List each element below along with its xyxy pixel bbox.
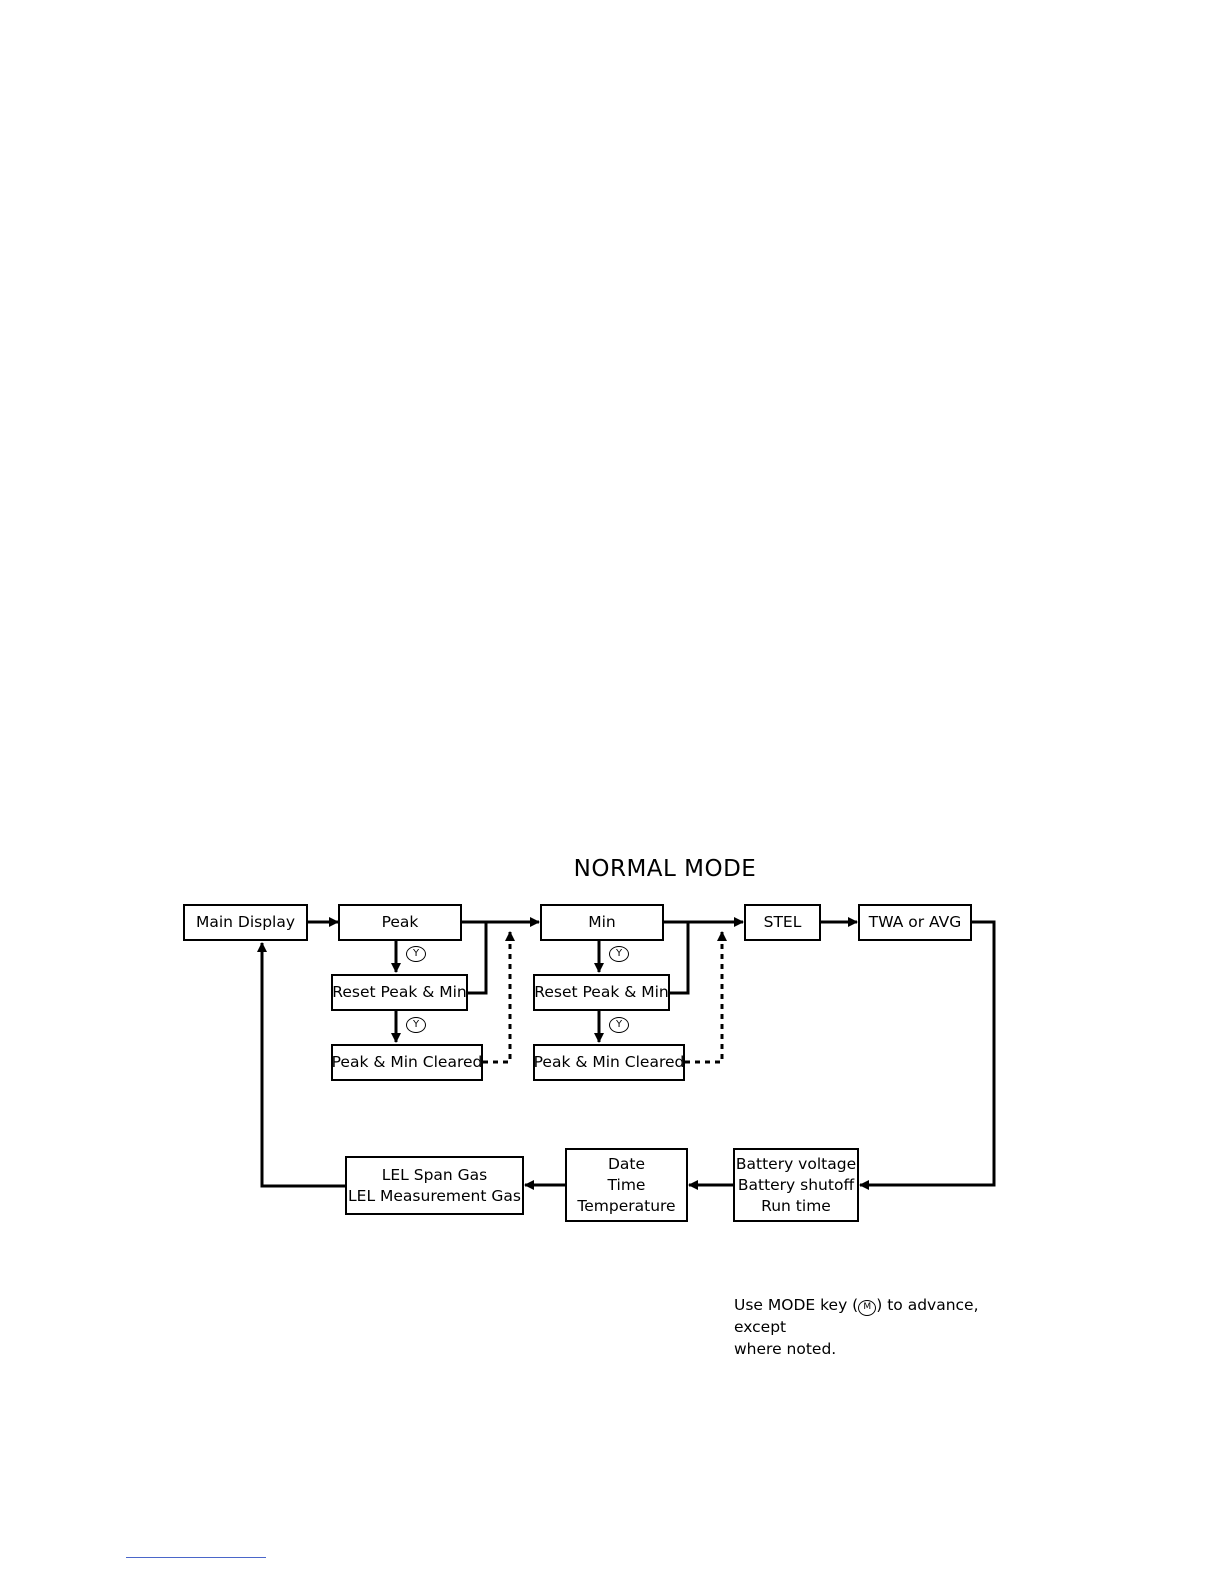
node-cleared-2-label: Peak & Min Cleared: [534, 1052, 685, 1073]
diagram-title: NORMAL MODE: [520, 856, 810, 882]
connector-cleared-2-return: [685, 930, 722, 1062]
node-stel-label: STEL: [764, 912, 802, 933]
note-prefix: Use MODE key (: [734, 1296, 858, 1314]
connector-reset-1-return: [468, 922, 486, 993]
connector-reset-2-return: [670, 922, 688, 993]
node-twa-label: TWA or AVG: [869, 912, 962, 933]
node-reset-peak-min-1: Reset Peak & Min: [331, 974, 468, 1011]
y-key-icon: Y: [406, 946, 426, 962]
node-min: Min: [540, 904, 664, 941]
node-cleared-1-label: Peak & Min Cleared: [332, 1052, 483, 1073]
node-lel-line-1: LEL Span Gas: [382, 1165, 488, 1186]
note-line-2: where noted.: [734, 1338, 1034, 1360]
node-main-display: Main Display: [183, 904, 308, 941]
node-peak-label: Peak: [382, 912, 419, 933]
node-battery-line-3: Run time: [761, 1196, 831, 1217]
connector-twa-to-battery: [860, 922, 994, 1185]
node-reset-1-label: Reset Peak & Min: [332, 982, 466, 1003]
node-min-label: Min: [588, 912, 616, 933]
note-line-1: Use MODE key (M) to advance, except: [734, 1294, 1034, 1338]
y-key-icon: Y: [609, 946, 629, 962]
node-reset-2-label: Reset Peak & Min: [534, 982, 668, 1003]
node-main-display-label: Main Display: [196, 912, 295, 933]
node-date-line-2: Time: [608, 1175, 646, 1196]
node-peak: Peak: [338, 904, 462, 941]
footnote-rule: [126, 1557, 266, 1558]
m-key-icon: M: [858, 1300, 876, 1316]
node-peak-min-cleared-1: Peak & Min Cleared: [331, 1044, 483, 1081]
mode-key-note: Use MODE key (M) to advance, except wher…: [734, 1294, 1034, 1360]
node-stel: STEL: [744, 904, 821, 941]
node-lel: LEL Span Gas LEL Measurement Gas: [345, 1156, 524, 1215]
y-key-icon: Y: [406, 1017, 426, 1033]
node-battery: Battery voltage Battery shutoff Run time: [733, 1148, 859, 1222]
node-battery-line-2: Battery shutoff: [738, 1175, 854, 1196]
node-date-line-3: Temperature: [577, 1196, 675, 1217]
node-peak-min-cleared-2: Peak & Min Cleared: [533, 1044, 685, 1081]
y-key-icon: Y: [609, 1017, 629, 1033]
node-lel-line-2: LEL Measurement Gas: [348, 1186, 521, 1207]
node-battery-line-1: Battery voltage: [736, 1154, 856, 1175]
node-date-time: Date Time Temperature: [565, 1148, 688, 1222]
node-date-line-1: Date: [608, 1154, 645, 1175]
node-twa-avg: TWA or AVG: [858, 904, 972, 941]
node-reset-peak-min-2: Reset Peak & Min: [533, 974, 670, 1011]
